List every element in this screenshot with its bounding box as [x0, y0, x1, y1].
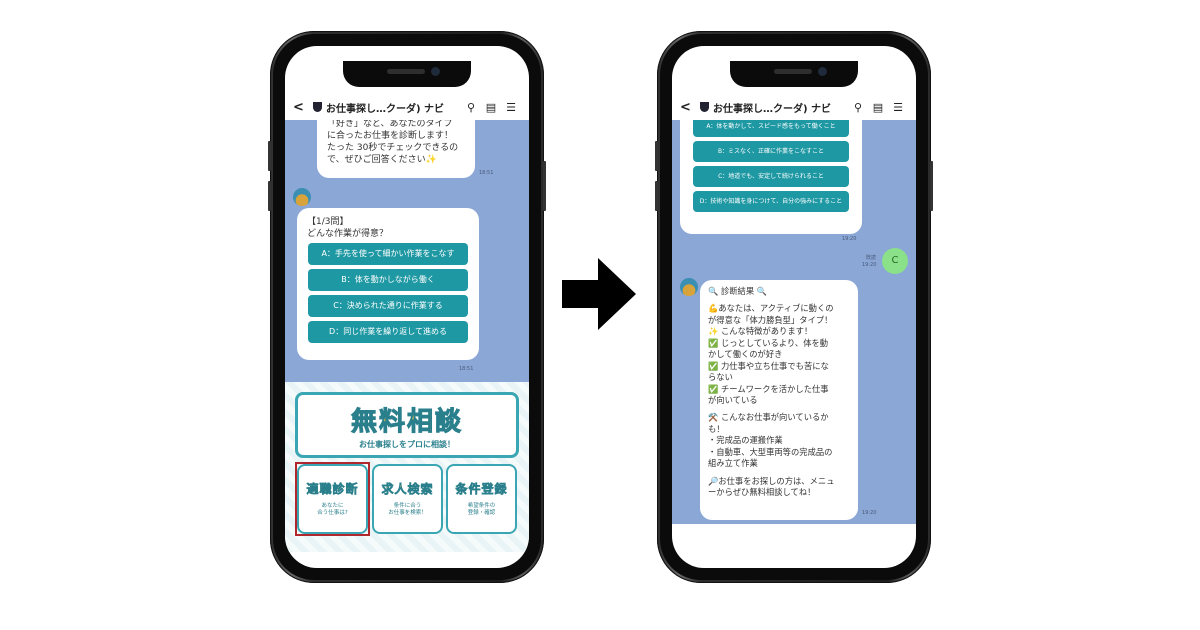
condition-register-button[interactable]: 条件登録 希望条件の 登録・確認 — [446, 464, 517, 534]
answer-option-c[interactable]: C：地道でも、安定して続けられること — [693, 166, 849, 187]
rich-menu-cell-title: 求人検索 — [381, 482, 434, 497]
result-line: ーからぜひ無料相談してね！ — [708, 487, 816, 497]
phone-side-button — [543, 161, 546, 211]
message-line: 「好き」など、あなたのタイプ — [327, 120, 453, 129]
result-line: も！ — [708, 423, 725, 434]
result-line: ✅ チームワークを活かした仕事 — [708, 383, 829, 394]
chat-body: A：体を動かして、スピード感をもって働くこと B：ミスなく、正確に作業をこなすこ… — [672, 120, 916, 524]
answer-option-a[interactable]: A：体を動かして、スピード感をもって働くこと — [693, 120, 849, 137]
phone-right: < お仕事探し…クーダ) ナビ ⚲ ▤ ☰ A：体を動かして、スピード感をもって… — [655, 31, 933, 583]
menu-icon[interactable]: ☰ — [506, 100, 516, 114]
note-icon[interactable]: ▤ — [872, 100, 884, 114]
highlight-frame — [295, 462, 370, 536]
answer-option-b[interactable]: B：ミスなく、正確に作業をこなすこと — [693, 141, 849, 162]
message-time: 19:20 — [862, 262, 877, 268]
chat-header: < お仕事探し…クーダ) ナビ ⚲ ▤ ☰ — [672, 94, 916, 120]
back-icon[interactable]: < — [680, 99, 691, 115]
note-icon[interactable]: ▤ — [485, 100, 497, 114]
message-time: 19:20 — [862, 510, 877, 516]
chat-body: 「好き」など、あなたのタイプ に合ったお仕事を診断します！ たった 30秒でチェ… — [285, 120, 529, 382]
message-time: 18:51 — [479, 170, 494, 176]
job-search-button[interactable]: 求人検索 条件に合う お仕事を検索！ — [372, 464, 443, 534]
phone-side-button — [655, 181, 658, 211]
chat-header: < お仕事探し…クーダ) ナビ ⚲ ▤ ☰ — [285, 94, 529, 120]
question-label: 【1/3問】 — [307, 217, 349, 227]
answer-option-d[interactable]: D：同じ作業を繰り返して進める — [308, 321, 468, 344]
phone-screen: < お仕事探し…クーダ) ナビ ⚲ ▤ ☰ A：体を動かして、スピード感をもって… — [672, 46, 916, 568]
rich-menu-cell-subtitle: あなたに 合う仕事は? — [317, 503, 348, 517]
result-line: ・完成品の運搬作業 — [708, 435, 783, 446]
message-line: たった 30秒でチェックできるの — [327, 143, 459, 154]
result-line: 💪あなたは、アクティブに動くの — [708, 303, 834, 314]
phone-side-button — [268, 181, 271, 211]
rich-menu-cell-subtitle: 希望条件の 登録・確認 — [467, 503, 496, 517]
result-line: ✅ じっとしているより、体を動 — [708, 337, 829, 348]
answer-option-d[interactable]: D：技術や知識を身につけて、自分の強みにすること — [693, 191, 849, 212]
message-time: 19:20 — [842, 236, 857, 242]
result-line: 🔎お仕事をお探しの方は、メニュ — [708, 475, 835, 486]
rich-menu-cell-subtitle: 条件に合う お仕事を検索！ — [388, 503, 427, 517]
menu-icon[interactable]: ☰ — [893, 100, 903, 114]
question-message: 【1/3問】 どんな作業が得意？ A：手先を使って細かい作業をこなす B：体を動… — [297, 208, 479, 360]
free-consult-button[interactable]: 無料相談 お仕事探しをプロに相談！ — [295, 392, 519, 458]
phone-side-button — [268, 141, 271, 171]
search-icon[interactable]: ⚲ — [853, 100, 863, 114]
result-line: が向いている — [708, 394, 758, 405]
intro-message: 「好き」など、あなたのタイプ に合ったお仕事を診断します！ たった 30秒でチェ… — [317, 120, 475, 178]
bot-avatar — [293, 188, 311, 206]
read-receipt: 既読 — [866, 255, 877, 261]
result-line: かして働くのが好き — [708, 349, 783, 360]
shield-icon — [700, 102, 709, 112]
phone-screen: < お仕事探し…クーダ) ナビ ⚲ ▤ ☰ 「好き」など、あなたのタイプ に合っ… — [285, 46, 529, 568]
free-consult-subtitle: お仕事探しをプロに相談！ — [359, 440, 455, 449]
phone-notch — [343, 61, 471, 87]
result-line: ・自動車、大型車両等の完成品の — [708, 446, 833, 457]
chat-title: お仕事探し…クーダ) ナビ — [713, 103, 832, 115]
diagnosis-result-message: 🔍 診断結果 🔍 💪あなたは、アクティブに動くの が得意な「体力勝負型」タイプ！… — [700, 280, 858, 520]
result-line: が得意な「体力勝負型」タイプ！ — [708, 314, 833, 325]
rich-menu-cell-title: 条件登録 — [455, 482, 508, 497]
options-message: A：体を動かして、スピード感をもって働くこと B：ミスなく、正確に作業をこなすこ… — [680, 120, 862, 234]
answer-option-c[interactable]: C：決められた通りに作業する — [308, 295, 468, 318]
rich-menu-cell-title: 適職診断 — [306, 482, 359, 497]
answer-option-a[interactable]: A：手先を使って細かい作業をこなす — [308, 243, 468, 266]
free-consult-title: 無料相談 — [350, 407, 463, 438]
chat-title: お仕事探し…クーダ) ナビ — [326, 103, 445, 115]
phone-side-button — [655, 141, 658, 171]
bot-avatar — [680, 278, 698, 296]
result-line: ✅ 力仕事や立ち仕事でも苦にな — [708, 360, 829, 371]
message-line: に合ったお仕事を診断します！ — [327, 131, 454, 142]
answer-option-b[interactable]: B：体を動かしながら働く — [308, 269, 468, 292]
job-diagnosis-button[interactable]: 適職診断 あなたに 合う仕事は? — [297, 464, 368, 534]
phone-side-button — [930, 161, 933, 211]
message-time: 18:51 — [459, 366, 474, 372]
result-line: らない — [708, 372, 733, 383]
result-line: ✨ こんな特徴があります！ — [708, 326, 813, 337]
rich-menu: 無料相談 お仕事探しをプロに相談！ 適職診断 あなたに 合う仕事は? 求人検索 … — [285, 382, 529, 552]
shield-icon — [313, 102, 322, 112]
phone-left: < お仕事探し…クーダ) ナビ ⚲ ▤ ☰ 「好き」など、あなたのタイプ に合っ… — [268, 31, 546, 583]
phone-notch — [730, 61, 858, 87]
user-reply-bubble: C — [882, 248, 908, 274]
arrow-right-icon — [562, 258, 636, 330]
search-icon[interactable]: ⚲ — [466, 100, 476, 114]
question-text: どんな作業が得意？ — [307, 229, 389, 240]
result-line: ⚒️ こんなお仕事が向いているか — [708, 412, 829, 423]
message-line: で、ぜひご回答ください✨ — [327, 155, 437, 166]
back-icon[interactable]: < — [293, 99, 304, 115]
result-line: 組み立て作業 — [708, 458, 758, 469]
result-line: 🔍 診断結果 🔍 — [708, 286, 768, 296]
